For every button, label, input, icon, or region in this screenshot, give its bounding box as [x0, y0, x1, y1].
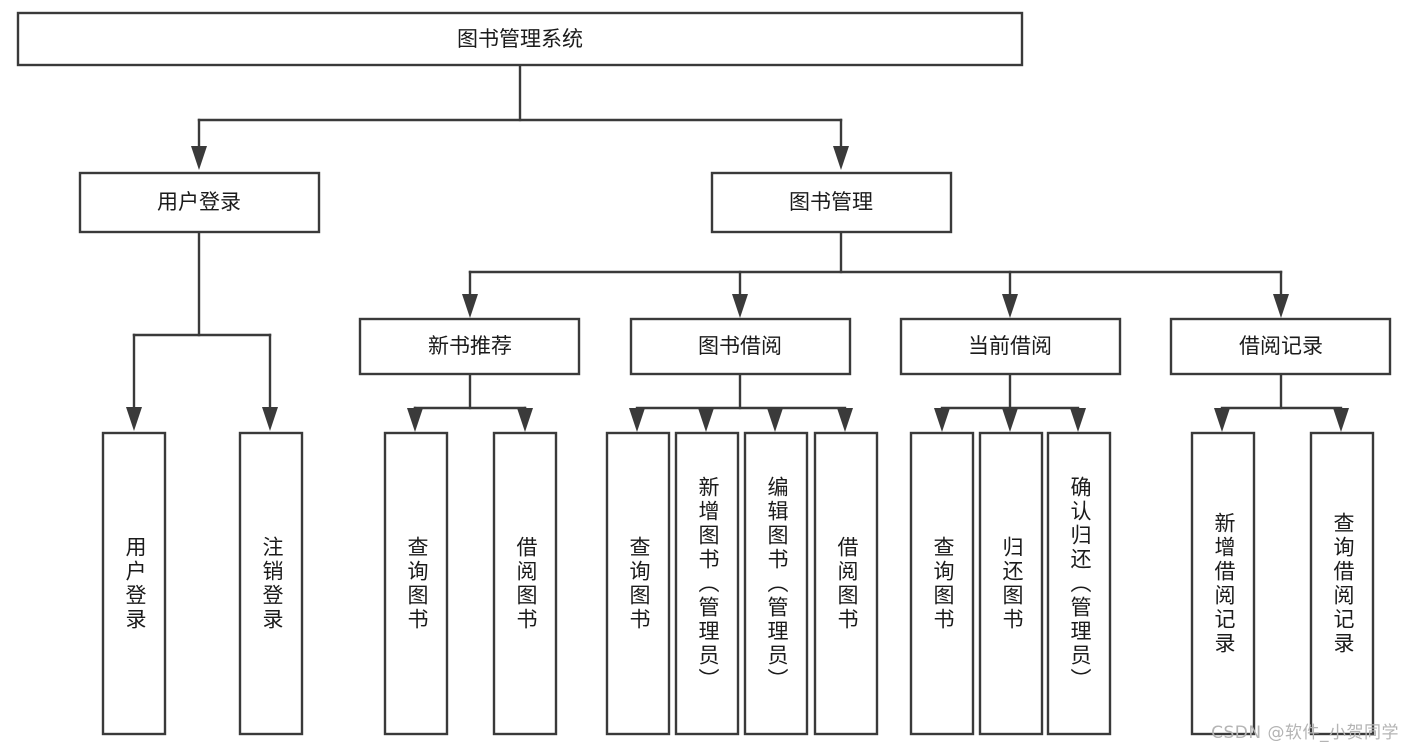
node-root-system[interactable]: 图书管理系统 — [16, 11, 1024, 67]
node-leaf-query-record-box — [1309, 431, 1375, 736]
node-leaf-add-book-box — [674, 431, 740, 736]
node-leaf-edit-book[interactable]: 编辑图书（管理员） — [743, 431, 809, 736]
arrow-icon-book-manage-child-1 — [462, 294, 478, 318]
node-leaf-query-book-2-label: 查询图书 — [627, 536, 651, 632]
node-book-borrow-box — [629, 317, 852, 376]
connector-group-borrow-record — [1214, 372, 1349, 432]
node-leaf-query-book-2-box — [605, 431, 671, 736]
arrow-icon-book-manage-child-4 — [1273, 294, 1289, 318]
arrow-icon-root-to-user-login — [191, 146, 207, 170]
node-leaf-logout-box — [238, 431, 304, 736]
arrow-icon-book-borrow-child-4 — [837, 408, 853, 432]
node-leaf-logout[interactable]: 注销登录 — [238, 431, 304, 736]
connector-group-user-login — [126, 230, 278, 431]
node-leaf-borrow-book-2-box — [813, 431, 879, 736]
node-new-book-rec[interactable]: 新书推荐 — [358, 317, 581, 376]
arrow-icon-root-to-book-manage — [833, 146, 849, 170]
node-leaf-return-book[interactable]: 归还图书 — [978, 431, 1044, 736]
connector-group-new-book-rec — [407, 372, 533, 432]
node-leaf-confirm-return-box — [1046, 431, 1112, 736]
node-leaf-user-login[interactable]: 用户登录 — [101, 431, 167, 736]
node-leaf-edit-book-box — [743, 431, 809, 736]
node-user-login-label: 用户登录 — [157, 190, 241, 214]
node-book-borrow[interactable]: 图书借阅 — [629, 317, 852, 376]
node-book-manage[interactable]: 图书管理 — [710, 171, 953, 234]
node-borrow-record[interactable]: 借阅记录 — [1169, 317, 1392, 376]
node-leaf-query-book-1[interactable]: 查询图书 — [383, 431, 449, 736]
node-leaf-return-book-label: 归还图书 — [1000, 536, 1024, 632]
arrow-icon-current-borrow-child-2 — [1002, 408, 1018, 432]
arrow-icon-book-manage-child-3 — [1002, 294, 1018, 318]
node-root-system-label: 图书管理系统 — [457, 27, 583, 51]
node-leaf-query-book-1-label: 查询图书 — [405, 536, 429, 632]
node-leaf-borrow-book-2-label: 借阅图书 — [835, 536, 859, 632]
node-leaf-return-book-box — [978, 431, 1044, 736]
node-leaf-logout-label: 注销登录 — [260, 536, 284, 632]
arrow-icon-new-book-rec-child-2 — [517, 408, 533, 432]
node-new-book-rec-label: 新书推荐 — [428, 334, 512, 358]
node-leaf-confirm-return[interactable]: 确认归还（管理员） — [1046, 431, 1112, 736]
node-leaf-add-record-box — [1190, 431, 1256, 736]
connector-group-current-borrow — [934, 372, 1086, 432]
node-leaf-query-book-3-label: 查询图书 — [931, 536, 955, 632]
node-user-login-box — [78, 171, 321, 234]
node-leaf-add-record[interactable]: 新增借阅记录 — [1190, 431, 1256, 736]
node-leaf-query-record-label: 查询借阅记录 — [1331, 512, 1355, 656]
arrow-icon-current-borrow-child-1 — [934, 408, 950, 432]
node-leaf-confirm-return-label: 确认归还（管理员） — [1068, 476, 1092, 692]
node-leaf-add-book-label: 新增图书（管理员） — [696, 476, 720, 692]
arrow-icon-borrow-record-child-1 — [1214, 408, 1230, 432]
node-leaf-user-login-box — [101, 431, 167, 736]
arrow-icon-borrow-record-child-2 — [1333, 408, 1349, 432]
node-book-borrow-label: 图书借阅 — [698, 334, 782, 358]
arrow-icon-new-book-rec-child-1 — [407, 408, 423, 432]
arrow-icon-book-manage-child-2 — [732, 294, 748, 318]
node-current-borrow[interactable]: 当前借阅 — [899, 317, 1122, 376]
node-root-system-box — [16, 11, 1024, 67]
node-leaf-borrow-book-2[interactable]: 借阅图书 — [813, 431, 879, 736]
node-current-borrow-label: 当前借阅 — [968, 334, 1052, 358]
arrow-icon-book-borrow-child-1 — [629, 408, 645, 432]
arrow-icon-book-borrow-child-3 — [767, 408, 783, 432]
node-leaf-borrow-book-1-box — [492, 431, 558, 736]
node-leaf-add-book[interactable]: 新增图书（管理员） — [674, 431, 740, 736]
arrow-icon-book-borrow-child-2 — [698, 408, 714, 432]
node-user-login[interactable]: 用户登录 — [78, 171, 321, 234]
connector-group-book-manage — [462, 230, 1289, 318]
connector-group-book-borrow — [629, 372, 853, 432]
node-leaf-query-book-1-box — [383, 431, 449, 736]
node-leaf-borrow-book-1[interactable]: 借阅图书 — [492, 431, 558, 736]
node-leaf-query-book-3[interactable]: 查询图书 — [909, 431, 975, 736]
node-leaf-edit-book-label: 编辑图书（管理员） — [765, 476, 789, 692]
node-borrow-record-label: 借阅记录 — [1239, 334, 1323, 358]
arrow-icon-user-login-child-2 — [262, 407, 278, 431]
node-leaf-add-record-label: 新增借阅记录 — [1212, 512, 1236, 656]
node-book-manage-label: 图书管理 — [789, 190, 873, 214]
node-leaf-query-book-2[interactable]: 查询图书 — [605, 431, 671, 736]
node-leaf-query-record[interactable]: 查询借阅记录 — [1309, 431, 1375, 736]
node-new-book-rec-box — [358, 317, 581, 376]
node-current-borrow-box — [899, 317, 1122, 376]
arrow-icon-user-login-child-1 — [126, 407, 142, 431]
node-leaf-query-book-3-box — [909, 431, 975, 736]
node-leaf-borrow-book-1-label: 借阅图书 — [514, 536, 538, 632]
arrow-icon-current-borrow-child-3 — [1070, 408, 1086, 432]
node-leaf-user-login-label: 用户登录 — [123, 536, 147, 632]
node-borrow-record-box — [1169, 317, 1392, 376]
node-book-manage-box — [710, 171, 953, 234]
connector-group-root — [191, 63, 849, 170]
